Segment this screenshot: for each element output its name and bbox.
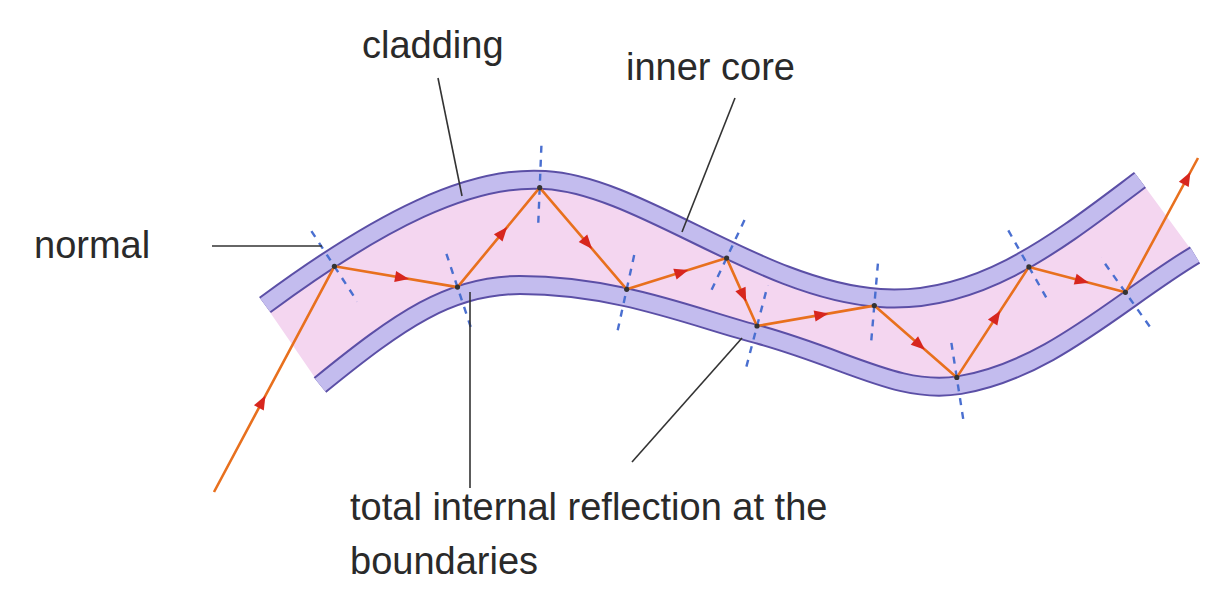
reflection-point xyxy=(872,303,877,308)
reflection-point xyxy=(1026,264,1031,269)
ray-arrowhead xyxy=(911,336,925,349)
normal-line xyxy=(1101,258,1150,327)
inner-core xyxy=(265,180,1195,387)
ray-arrowhead xyxy=(254,396,266,411)
reflection-point xyxy=(624,287,629,292)
ray-arrowhead xyxy=(494,227,507,241)
normal-line xyxy=(538,146,541,230)
light-ray xyxy=(214,158,1198,492)
part-label: cladding xyxy=(362,18,504,72)
ray-arrowhead xyxy=(673,269,688,280)
ray-arrowhead xyxy=(1074,274,1089,285)
reflection-point xyxy=(537,185,542,190)
reflection-point xyxy=(724,256,729,261)
reflection-point xyxy=(954,375,959,380)
reflection-point xyxy=(455,285,460,290)
ray-arrowhead xyxy=(814,310,829,321)
reflection-point xyxy=(754,323,759,328)
part-label: normal xyxy=(34,218,150,272)
cladding-upper-fill xyxy=(265,180,1140,305)
ray-arrowhead xyxy=(988,311,1000,326)
cladding-upper xyxy=(265,180,1140,305)
reflection-point xyxy=(1123,290,1128,295)
part-label: total internal reflection at the boundar… xyxy=(350,480,840,588)
part-label: inner core xyxy=(626,40,795,94)
ray-arrowhead xyxy=(1179,172,1191,187)
normal-line xyxy=(1008,230,1049,303)
ray-arrowhead xyxy=(579,235,592,249)
normal-line xyxy=(871,264,878,348)
normal-line xyxy=(311,231,357,301)
ray-arrowhead xyxy=(394,271,409,282)
reflection-point xyxy=(332,264,337,269)
normal-line xyxy=(618,248,636,330)
ray-arrowhead xyxy=(735,287,746,302)
normal-line xyxy=(950,336,963,419)
normal-line xyxy=(444,247,471,327)
leader-lines xyxy=(212,78,742,488)
